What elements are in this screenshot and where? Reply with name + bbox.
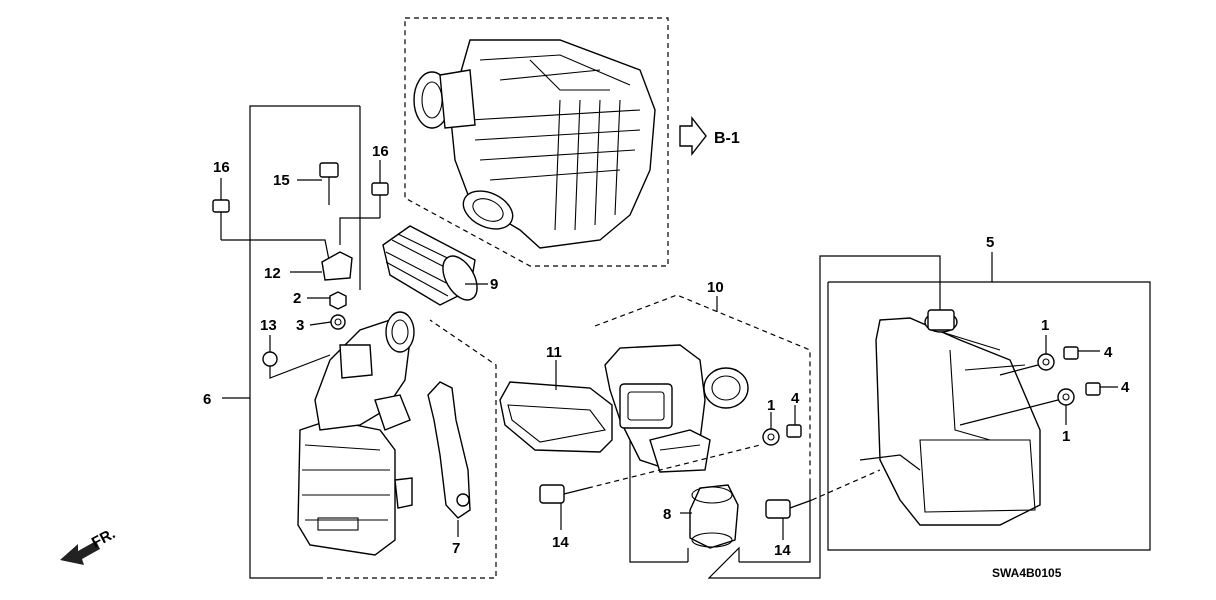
callout-4-center: 4 — [791, 390, 800, 407]
bolt-16-right[interactable] — [339, 182, 389, 245]
nut-2[interactable] — [329, 291, 347, 310]
callout-6: 6 — [203, 391, 211, 408]
grommet-1-upper-right[interactable] — [999, 346, 1079, 376]
callout-14-center: 14 — [552, 534, 569, 551]
bracket-12[interactable] — [321, 251, 353, 281]
callout-4-lower-right: 4 — [1121, 379, 1130, 396]
resonator-group-bracket — [222, 105, 497, 579]
callout-3: 3 — [296, 317, 304, 334]
callout-13: 13 — [260, 317, 277, 334]
resonator-chamber-group[interactable] — [827, 252, 1151, 551]
callout-12: 12 — [264, 265, 281, 282]
callout-10: 10 — [707, 279, 724, 296]
callout-8: 8 — [663, 506, 671, 523]
intake-seal[interactable] — [499, 381, 613, 453]
callout-1-center: 1 — [767, 397, 775, 414]
callout-1-upper-right: 1 — [1041, 317, 1049, 334]
air-cleaner-assembly[interactable] — [404, 17, 669, 267]
callout-1-lower-right: 1 — [1062, 428, 1070, 445]
callout-4-upper-right: 4 — [1104, 344, 1113, 361]
section-ref-label: B-1 — [714, 130, 740, 147]
intake-tube[interactable] — [382, 225, 484, 306]
section-ref-arrow[interactable]: B-1 — [679, 115, 740, 157]
bolt-14-right[interactable] — [765, 469, 881, 519]
drain-hose[interactable] — [427, 381, 471, 519]
clip-13[interactable] — [262, 351, 331, 379]
bolt-14-center[interactable] — [539, 444, 761, 504]
intake-duct-group[interactable] — [594, 255, 941, 579]
callout-14-right: 14 — [774, 542, 791, 559]
callout-labels: 16 15 16 12 2 3 13 6 9 11 10 1 4 8 7 14 … — [203, 143, 1130, 559]
callout-16-left: 16 — [213, 159, 230, 176]
grommet-1-center[interactable] — [762, 428, 780, 446]
grommet-3[interactable] — [330, 314, 346, 330]
leader-lines — [220, 160, 1118, 540]
callout-5: 5 — [986, 234, 994, 251]
grommet-1-lower-right[interactable] — [959, 382, 1101, 426]
diagram-code: SWA4B0105 — [992, 566, 1062, 580]
callout-16-right: 16 — [372, 143, 389, 160]
callout-9: 9 — [490, 276, 498, 293]
bolt-16-left[interactable] — [212, 199, 331, 266]
resonator-assembly[interactable] — [297, 311, 415, 556]
callout-7: 7 — [452, 540, 460, 557]
callout-2: 2 — [293, 290, 301, 307]
callout-11: 11 — [546, 344, 562, 361]
bolt-15[interactable] — [319, 162, 339, 205]
front-direction-indicator: FR. — [60, 525, 118, 565]
callout-15: 15 — [273, 172, 290, 189]
bolt-4-center[interactable] — [786, 424, 802, 438]
